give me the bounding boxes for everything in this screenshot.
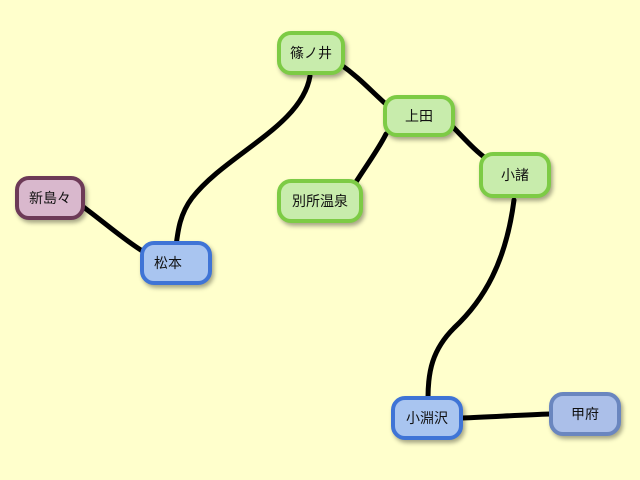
node-label: 新島々 xyxy=(29,191,71,207)
node-label: 小淵沢 xyxy=(406,411,448,427)
edge-shinonoi-ueda xyxy=(337,61,391,109)
node-shinshimashima[interactable]: 新島々 xyxy=(15,176,85,220)
node-label: 上田 xyxy=(405,109,433,125)
edge-shinonoi-matsumoto xyxy=(173,73,313,249)
node-ueda[interactable]: 上田 xyxy=(383,95,455,137)
edge-kobuchizawa-kofu xyxy=(459,411,553,421)
node-label: 甲府 xyxy=(571,407,599,423)
node-shinonoi[interactable]: 篠ノ井 xyxy=(277,31,345,75)
node-label: 篠ノ井 xyxy=(290,46,332,62)
edge-komoro-kobuchizawa xyxy=(425,197,517,401)
edge-ueda-bessho xyxy=(353,131,389,185)
node-kofu[interactable]: 甲府 xyxy=(549,392,621,436)
node-label: 小諸 xyxy=(501,168,529,184)
edge-shinshimashima-matsumoto xyxy=(79,203,147,255)
node-kobuchizawa[interactable]: 小淵沢 xyxy=(391,396,463,440)
node-bessho-onsen[interactable]: 別所温泉 xyxy=(277,179,363,223)
node-komoro[interactable]: 小諸 xyxy=(479,152,551,198)
node-matsumoto[interactable]: 松本 xyxy=(140,241,212,285)
node-label: 松本 xyxy=(154,256,182,272)
node-label: 別所温泉 xyxy=(292,194,348,210)
edge-ueda-komoro xyxy=(447,121,491,163)
